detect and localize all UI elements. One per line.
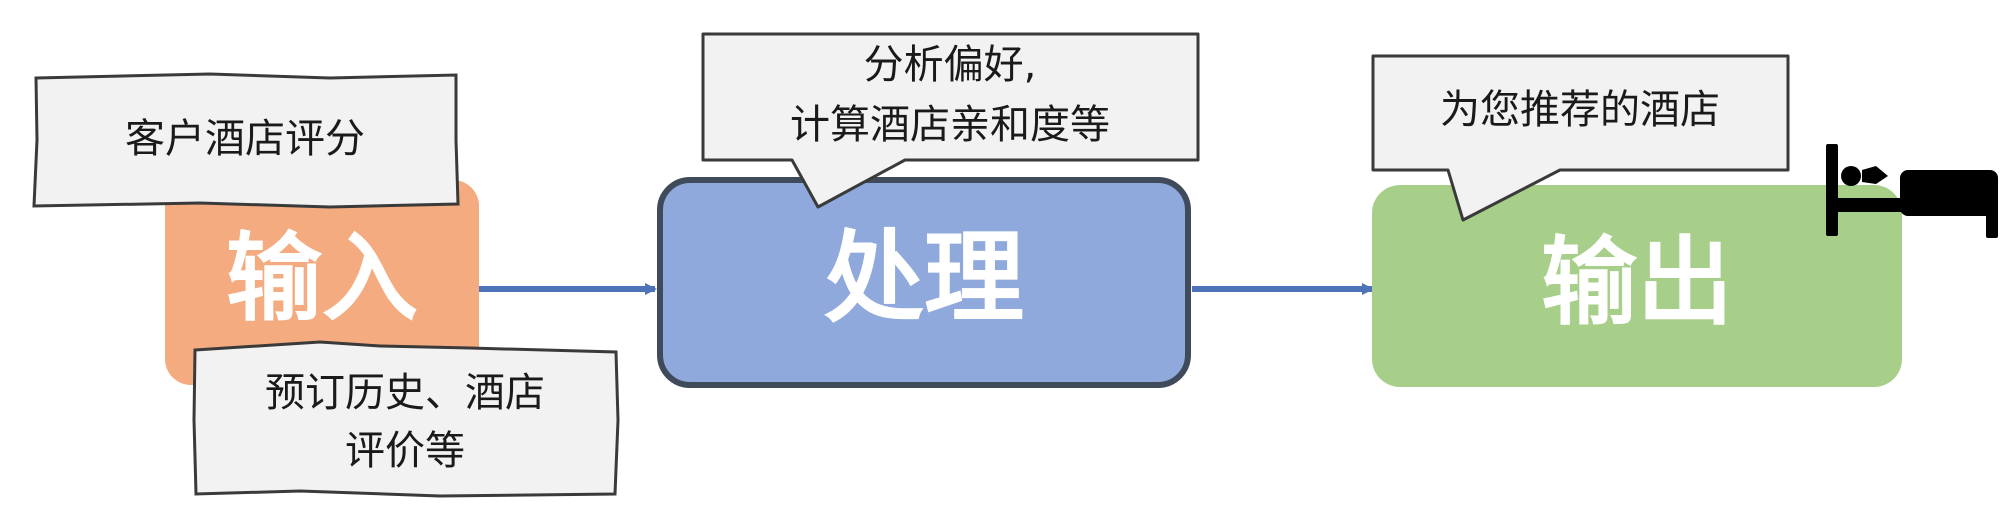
note-output-top: 为您推荐的酒店 xyxy=(1371,54,1790,222)
bed-icon xyxy=(1826,144,1998,238)
input-block-label: 输入 xyxy=(226,222,418,334)
note-output-top-line-1: 为您推荐的酒店 xyxy=(1440,87,1720,133)
input-block-box xyxy=(165,180,479,385)
process-block: 处理 xyxy=(657,177,1191,388)
note-process-top-line-2: 计算酒店亲和度等 xyxy=(790,102,1110,148)
note-input-top-box xyxy=(32,72,460,209)
note-output-top-bubble xyxy=(1371,54,1790,222)
note-process-top-bubble xyxy=(701,32,1200,209)
note-process-top-line-1: 分析偏好, xyxy=(864,42,1037,88)
output-block-label: 输出 xyxy=(1541,226,1733,338)
note-input-bottom: 预订历史、酒店 评价等 xyxy=(192,340,620,498)
note-process-top: 分析偏好, 计算酒店亲和度等 xyxy=(701,32,1200,209)
note-input-bottom-line-2: 评价等 xyxy=(345,428,465,474)
process-block-label: 处理 xyxy=(824,219,1024,336)
output-block: 输出 xyxy=(1372,185,1902,387)
note-input-bottom-line-1: 预订历史、酒店 xyxy=(265,370,545,416)
note-input-bottom-box xyxy=(192,340,620,498)
input-block: 输入 xyxy=(165,180,479,385)
output-block-box xyxy=(1372,185,1902,387)
process-block-box xyxy=(657,177,1191,388)
note-input-top-line-1: 客户酒店评分 xyxy=(125,116,365,162)
note-input-top: 客户酒店评分 xyxy=(32,72,460,209)
